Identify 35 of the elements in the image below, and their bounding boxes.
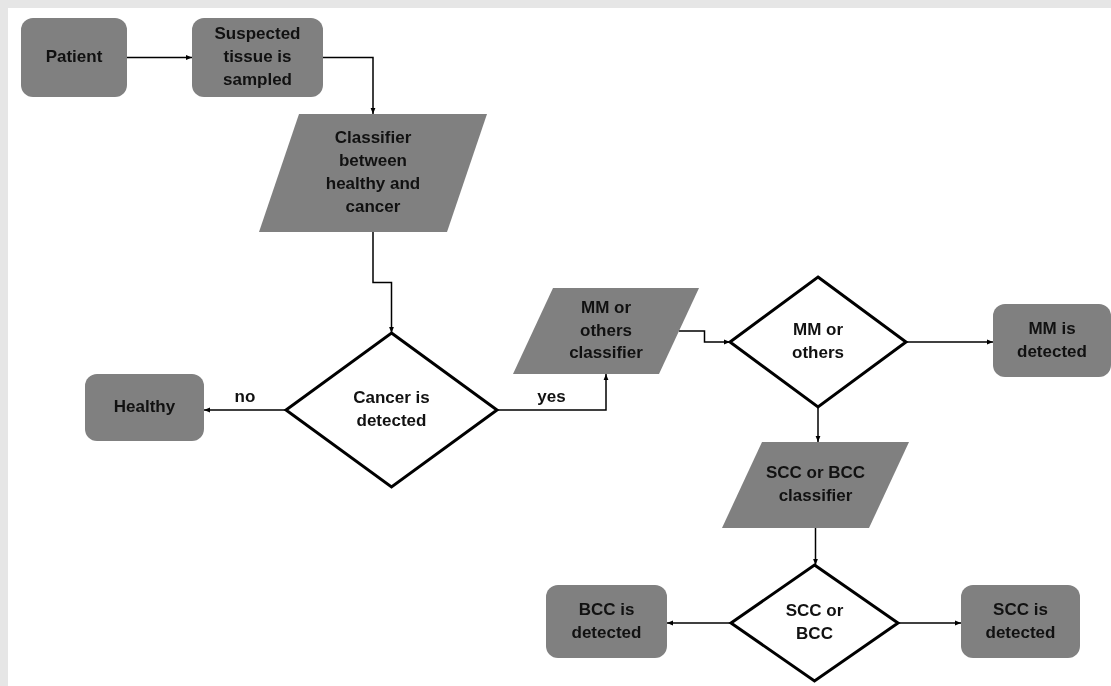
arrow [678, 330, 731, 345]
node-label: Cancer is detected [352, 387, 431, 432]
process-box [993, 304, 1111, 377]
process-box [961, 585, 1080, 658]
node-label: SCC or BCC classifier [765, 462, 866, 507]
process-box [85, 374, 204, 441]
arrow [126, 55, 193, 60]
process-box [21, 18, 127, 97]
node-label: Suspected tissue is sampled [213, 23, 302, 91]
arrow [322, 56, 376, 115]
node-label: MM or others classifier [568, 296, 644, 365]
arrow [813, 527, 818, 566]
node-label: Patient [44, 46, 104, 69]
arrow [203, 407, 287, 413]
classifier-parallelogram [722, 442, 909, 528]
process-box [192, 18, 323, 97]
node-label: SCC is detected [984, 598, 1057, 644]
arrow [666, 620, 732, 626]
decision-diamond [731, 565, 898, 681]
arrow [815, 406, 821, 443]
arrow [897, 620, 962, 626]
classifier-parallelogram [513, 288, 699, 374]
decision-diamond [730, 277, 906, 407]
node-label: MM is detected [1016, 317, 1088, 363]
arrow [372, 231, 394, 334]
arrow [496, 373, 609, 411]
node-label: SCC or BCC [784, 600, 845, 645]
node-label: Classifier between healthy and cancer [324, 127, 422, 218]
process-box [546, 585, 667, 658]
classifier-parallelogram [259, 114, 487, 232]
node-label: MM or others [791, 319, 845, 364]
decision-diamond [286, 333, 497, 487]
arrow [905, 339, 994, 345]
node-label: Healthy [112, 396, 177, 419]
node-label: BCC is detected [570, 598, 643, 644]
